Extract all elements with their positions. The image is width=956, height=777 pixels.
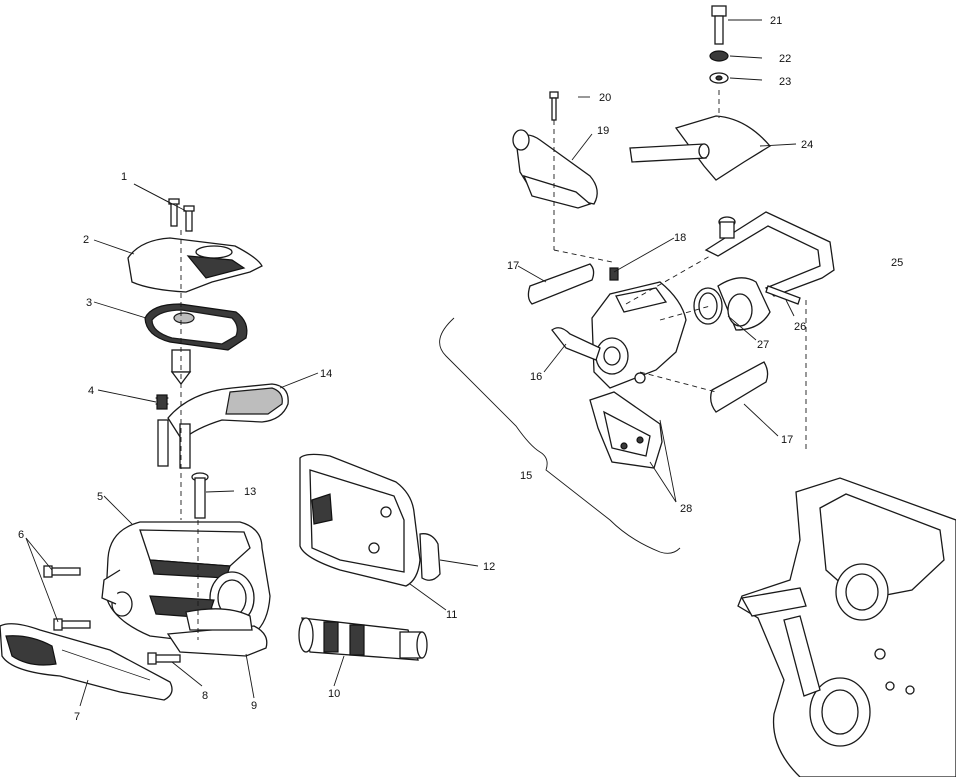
callout-4: 4	[88, 385, 94, 397]
callout-11: 11	[446, 609, 457, 621]
part-26-pin	[765, 285, 801, 305]
part-27-rings	[693, 277, 771, 331]
part-3-gasket	[144, 303, 248, 351]
part-17-pad-bottom	[710, 361, 769, 413]
callout-23: 23	[779, 76, 791, 88]
part-18-bleed-screw	[609, 267, 619, 281]
part-2-top-cover	[127, 237, 263, 293]
case-housing	[737, 477, 956, 777]
part-19-clamp	[512, 129, 598, 209]
callout-9: 9	[251, 700, 257, 712]
part-6-screws	[43, 565, 91, 631]
part-20-screw	[549, 91, 559, 121]
callout-12: 12	[483, 561, 495, 573]
part-1-screws	[168, 198, 195, 232]
part-28-backing	[589, 391, 663, 469]
right-leader-lines	[517, 19, 807, 503]
callout-20: 20	[599, 92, 611, 104]
callout-24: 24	[801, 139, 813, 151]
callout-3: 3	[86, 297, 92, 309]
callout-25: 25	[891, 257, 903, 269]
callout-2: 2	[83, 234, 89, 246]
part-8-bolt	[147, 652, 181, 665]
group-bracket-15	[439, 317, 681, 554]
part-21-bolt	[711, 5, 727, 45]
part-17-pad-top	[527, 263, 595, 305]
callout-13: 13	[244, 486, 256, 498]
callout-15: 15	[520, 470, 532, 482]
washer-hole	[715, 75, 723, 81]
part-9-lower-bracket	[166, 608, 268, 657]
part-25-frame	[704, 211, 835, 297]
callout-8: 8	[202, 690, 208, 702]
callout-19: 19	[597, 125, 609, 137]
part-10-cylinder	[298, 617, 428, 661]
callout-28: 28	[680, 503, 692, 515]
left-leader-lines	[25, 183, 479, 707]
part-24-bracket	[629, 115, 771, 181]
callout-17-top: 17	[507, 260, 519, 272]
part-14-lever	[157, 383, 289, 469]
callout-10: 10	[328, 688, 340, 700]
callout-5: 5	[97, 491, 103, 503]
callout-17-bottom: 17	[781, 434, 793, 446]
callout-14: 14	[320, 368, 332, 380]
part-12-plate	[419, 533, 441, 581]
callout-labels: 1 2 3 4 5 6 7 8 9 10 11 12 13 14 15 16 1…	[18, 15, 903, 723]
part-7-handle	[0, 623, 173, 701]
callout-26: 26	[794, 321, 806, 333]
callout-6: 6	[18, 529, 24, 541]
callout-21: 21	[770, 15, 782, 27]
callout-22: 22	[779, 53, 791, 65]
caliper-body	[591, 281, 687, 389]
callout-1: 1	[121, 171, 127, 183]
part-16-fitting	[551, 327, 601, 361]
part-22-washer	[709, 50, 729, 62]
part-4-spring	[154, 394, 170, 410]
part-11-side-cover	[299, 453, 421, 587]
callout-7: 7	[74, 711, 80, 723]
callout-18: 18	[674, 232, 686, 244]
callout-16: 16	[530, 371, 542, 383]
part-13-pin	[191, 472, 209, 519]
callout-27: 27	[757, 339, 769, 351]
